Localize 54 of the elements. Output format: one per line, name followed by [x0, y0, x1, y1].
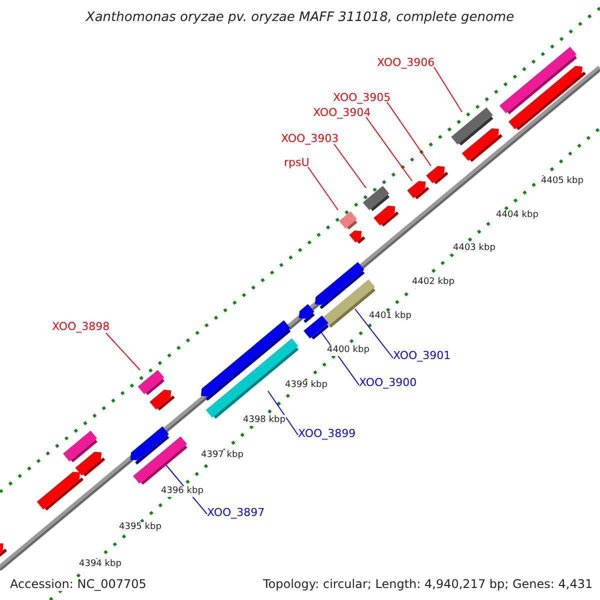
gene-bar	[36, 472, 84, 510]
gene-bar	[132, 436, 188, 485]
gene-bar	[426, 166, 448, 184]
title: Xanthomonas oryzae pv. oryzae MAFF 311018, complete genome	[84, 11, 516, 24]
leader-line	[268, 390, 298, 436]
gene-bar	[451, 107, 494, 146]
scale-label: 4402 kbp	[411, 277, 456, 288]
gene-bar	[75, 452, 106, 476]
leader-line	[434, 66, 462, 112]
scale-label: 4395 kbp	[118, 522, 162, 533]
gene-bar	[374, 206, 399, 227]
scale-label: 4405 kbp	[540, 176, 584, 187]
gene-bar	[508, 66, 586, 130]
gene-label: XOO_3899	[298, 428, 356, 439]
scale-label: 4403 kbp	[452, 243, 496, 254]
scale-label: 4404 kbp	[495, 210, 540, 221]
gene-label: XOO_3900	[359, 377, 417, 388]
gene-bar	[462, 128, 502, 162]
scale-label: 4396 kbp	[160, 486, 204, 497]
leader-line	[366, 116, 412, 182]
gene-bar	[150, 390, 175, 411]
gene-bar	[407, 180, 430, 200]
gene-bar	[499, 46, 577, 114]
gene-bar	[138, 370, 165, 396]
gene-bar	[298, 304, 315, 323]
scale-label: 4400 kbp	[326, 345, 370, 356]
leader-line	[354, 308, 394, 358]
gene-label: XOO_3905	[333, 92, 391, 103]
gene-label: XOO_3898	[52, 321, 110, 332]
gene-bar	[62, 430, 98, 462]
scale-label: 4401 kbp	[368, 311, 412, 322]
leader-line	[334, 144, 366, 188]
gene-bar	[0, 542, 7, 558]
gene-label: XOO_3897	[207, 507, 265, 518]
footer-text: Accession: NC_007705	[9, 577, 148, 591]
gene-label: XOO_3906	[377, 57, 435, 68]
gene-bar	[304, 315, 329, 340]
gene-label: XOO_3904	[313, 107, 371, 118]
gene-label: rpsU	[284, 157, 310, 168]
leader-line	[308, 166, 338, 210]
gene-bar	[130, 426, 170, 465]
footer-text: Topology: circular; Length: 4,940,217 bp; Genes: 4,431	[262, 577, 594, 591]
gene-bar	[362, 186, 390, 212]
scale-label: 4397 kbp	[200, 450, 244, 461]
gene-bar	[314, 262, 365, 310]
leader-line	[106, 332, 140, 370]
scale-label: 4398 kbp	[242, 415, 286, 426]
gene-bar	[339, 211, 358, 230]
scale-label: 4394 kbp	[78, 559, 122, 570]
gene-label: XOO_3903	[281, 133, 339, 144]
scale-label: 4399 kbp	[284, 380, 328, 391]
leader-line	[386, 102, 432, 166]
gene-label: XOO_3901	[393, 350, 451, 361]
gene-bar	[349, 230, 366, 244]
